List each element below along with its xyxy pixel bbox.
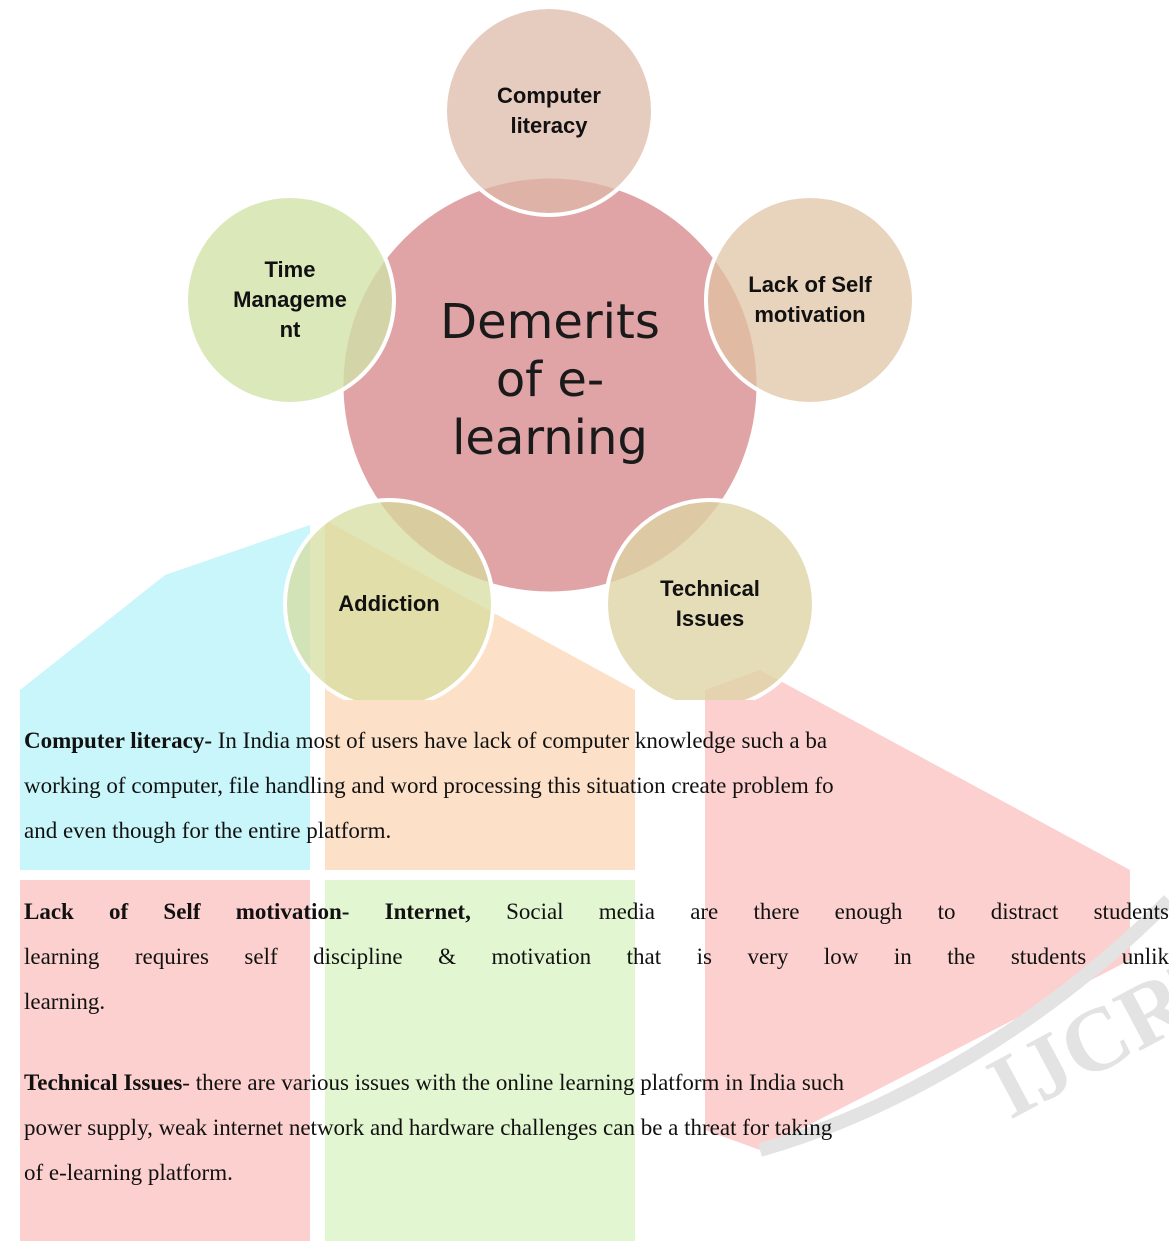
satellite-circle-addiction	[283, 498, 495, 700]
satellite-circle-lack-of-self-motivation	[704, 194, 916, 406]
watermark-red-hexagon	[20, 880, 310, 1241]
satellite-circle-computer-literacy	[443, 5, 655, 217]
label-line: Addiction	[338, 591, 440, 616]
center-label-line: of e-	[495, 352, 605, 408]
label-line: Computer	[497, 83, 601, 108]
label-computer-literacy: Computer literacy	[459, 61, 639, 161]
label-addiction: Addiction	[299, 554, 479, 654]
watermark-red-play-shape	[705, 670, 1130, 1150]
paragraph-lack-of-self-motivation: Lack of Self motivation- Internet, Socia…	[0, 889, 1169, 1024]
label-line: Manageme	[233, 287, 347, 312]
label-line: nt	[279, 317, 301, 342]
label-line: Lack of Self	[748, 272, 872, 297]
center-label-line: Demerits	[440, 294, 660, 350]
paragraph-text: In India most of users have lack of comp…	[212, 728, 828, 753]
center-label-line: learning	[452, 410, 648, 466]
satellite-circle-time-management	[184, 194, 396, 406]
paragraph-line: learning.	[24, 989, 106, 1014]
label-line: Technical	[660, 576, 760, 601]
watermark-swoosh	[758, 895, 1169, 1157]
label-line: Time	[264, 257, 316, 282]
paragraph-line: learning requires self discipline & moti…	[24, 944, 1169, 969]
satellite-circle-technical-issues	[604, 498, 816, 700]
paragraph-text: - there are various issues with the onli…	[182, 1070, 844, 1095]
paragraph-heading: Lack of Self motivation- Internet,	[24, 899, 471, 924]
paragraph-heading: Computer literacy-	[24, 728, 212, 753]
paragraph-technical-issues: Technical Issues- there are various issu…	[0, 1060, 1169, 1195]
paragraph-line: of e-learning platform.	[24, 1160, 233, 1185]
paragraph-line: Lack of Self motivation- Internet, Socia…	[24, 889, 1169, 934]
paragraph-line: power supply, weak internet network and …	[24, 1115, 833, 1140]
label-line: Issues	[675, 606, 745, 631]
body-text: Computer literacy- In India most of user…	[0, 718, 1169, 1231]
paragraph-text: Social media are there enough to distrac…	[470, 899, 1169, 924]
paragraph-line: and even though for the entire platform.	[24, 818, 392, 843]
watermark-cyan-hexagon	[20, 525, 310, 870]
label-time-management: Time Manageme nt	[200, 238, 380, 362]
label-technical-issues: Technical Issues	[620, 554, 800, 654]
paragraph-line: Technical Issues- there are various issu…	[24, 1060, 1169, 1105]
paragraph-heading: Technical Issues	[24, 1070, 183, 1095]
paragraph-computer-literacy: Computer literacy- In India most of user…	[0, 718, 1169, 853]
label-lack-of-self-motivation: Lack of Self motivation	[715, 250, 905, 350]
label-line: motivation	[754, 302, 866, 327]
label-line: literacy	[510, 113, 588, 138]
paragraph-line: working of computer, file handling and w…	[24, 773, 834, 798]
watermark-green-hexagon	[325, 880, 635, 1241]
paragraph-line: Computer literacy- In India most of user…	[24, 718, 1169, 763]
center-label: Demerits of e- learning	[400, 270, 700, 490]
demerits-diagram	[184, 5, 916, 700]
